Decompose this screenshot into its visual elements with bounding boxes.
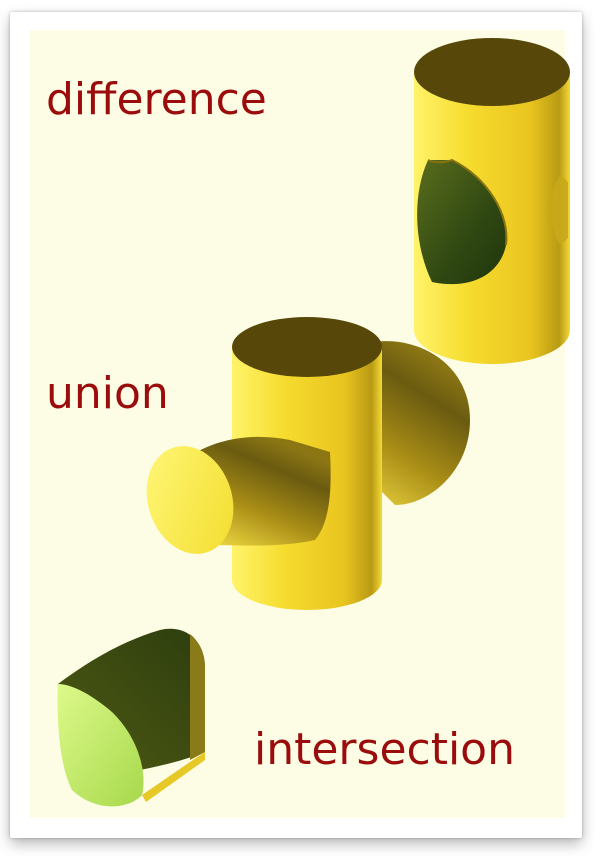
union-label: union <box>46 372 169 416</box>
difference-label: difference <box>46 78 267 122</box>
intersection-label: intersection <box>254 728 515 772</box>
canvas: difference union intersection <box>30 30 565 818</box>
